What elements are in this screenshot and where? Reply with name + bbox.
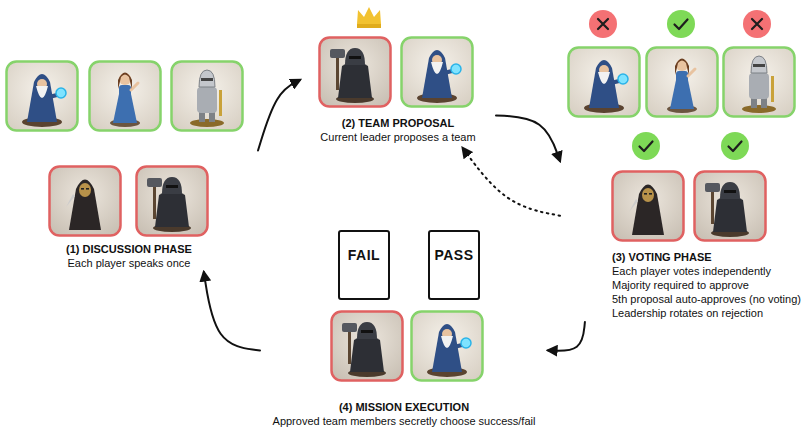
cycle-arrow xyxy=(496,115,560,161)
vote-approve-icon xyxy=(721,132,749,160)
vote-approve-icon xyxy=(667,10,695,38)
mission-card: FAIL xyxy=(338,230,390,300)
phase-title: (2) TEAM PROPOSAL xyxy=(342,117,454,130)
phase-description: Leadership rotates on rejection xyxy=(612,306,763,320)
character-token xyxy=(613,172,684,241)
character-token xyxy=(569,48,640,117)
card-label: FAIL xyxy=(348,249,380,262)
phase-description: Approved team members secretly choose su… xyxy=(273,414,536,428)
phase-title: (4) MISSION EXECUTION xyxy=(339,401,469,414)
vote-reject-icon xyxy=(743,10,771,38)
cycle-arrow xyxy=(204,272,260,350)
vote-reject-icon xyxy=(589,10,617,38)
character-token xyxy=(90,62,161,131)
phase-group: (3) VOTING PHASEEach player votes indepe… xyxy=(560,0,809,322)
character-token xyxy=(172,62,243,131)
phase-description: Each player votes independently xyxy=(612,264,771,278)
phase-description: Majority required to approve xyxy=(612,278,749,292)
vote-approve-icon xyxy=(632,132,660,160)
character-token xyxy=(320,38,391,107)
character-token xyxy=(50,167,121,236)
phase-group: (4) MISSION EXECUTIONApproved team membe… xyxy=(260,225,548,434)
cycle-arrow xyxy=(548,322,585,351)
mission-card: PASS xyxy=(428,230,480,300)
card-label: PASS xyxy=(434,249,473,262)
phase-description: Current leader proposes a team xyxy=(320,130,475,144)
cycle-arrow xyxy=(463,148,560,216)
phase-title: (3) VOTING PHASE xyxy=(612,251,712,264)
phase-group: (1) DISCUSSION PHASEEach player speaks o… xyxy=(0,55,258,272)
character-token xyxy=(137,167,208,236)
leader-crown xyxy=(357,7,381,28)
character-token xyxy=(647,48,718,117)
phase-title: (1) DISCUSSION PHASE xyxy=(66,243,192,256)
character-token xyxy=(695,172,766,241)
character-token xyxy=(332,312,403,381)
phase-description: 5th proposal auto-approves (no voting) xyxy=(612,292,801,306)
character-token xyxy=(412,312,483,381)
character-token xyxy=(7,62,78,131)
cycle-arrow xyxy=(258,80,300,151)
character-token xyxy=(402,38,473,107)
character-token xyxy=(724,48,795,117)
phase-description: Each player speaks once xyxy=(68,256,191,270)
phase-group: (2) TEAM PROPOSALCurrent leader proposes… xyxy=(300,0,496,148)
